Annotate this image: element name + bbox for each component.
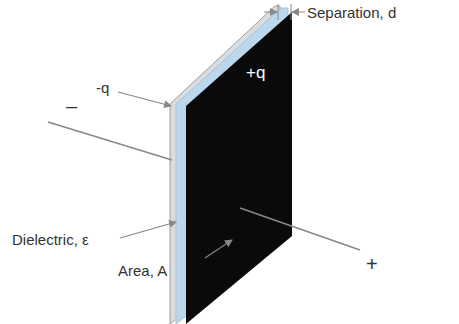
dimension-tick [278,4,279,20]
leader-line [120,222,176,238]
charge-label: +q [246,64,265,81]
part-label: Area, A [116,262,169,279]
leader-line [205,240,232,258]
terminal-sign: + [366,254,378,274]
part-label: Dielectric, ε [12,232,89,247]
dimension-tick [291,4,292,20]
dimension-label: Separation, d [307,5,396,20]
leader-line [118,92,171,106]
dimension-arrow [292,12,305,13]
dimension-arrow [264,12,277,13]
terminal-sign: – [66,96,77,116]
positive-wire [240,208,360,250]
charge-label: -q [96,80,109,95]
positive-plate [186,12,292,324]
negative-wire [48,122,172,160]
